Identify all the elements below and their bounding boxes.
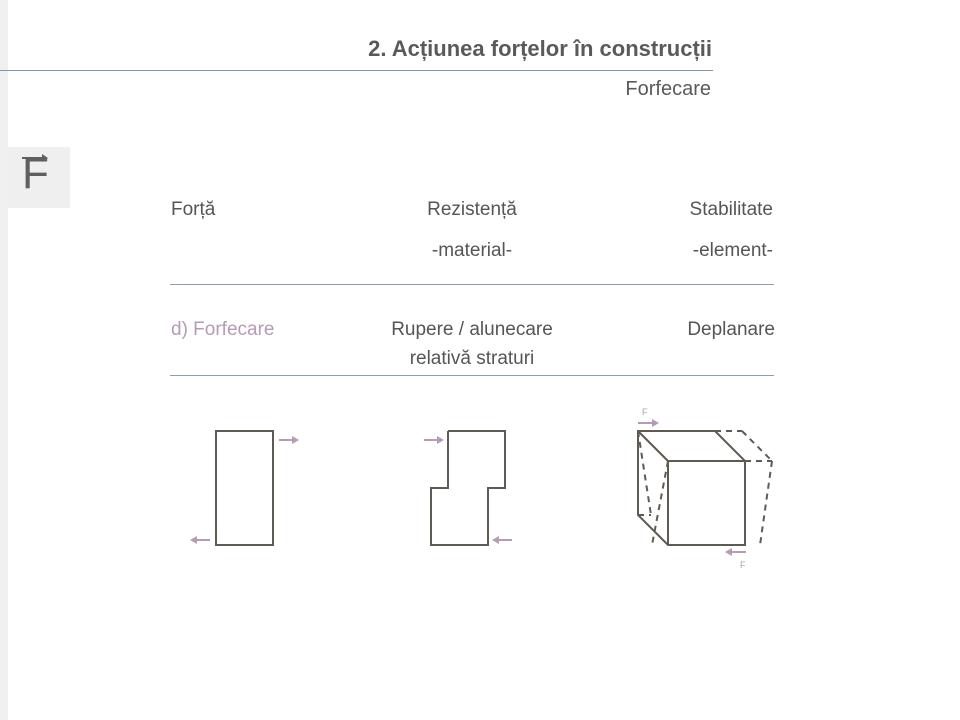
force-arrow-top	[638, 419, 659, 427]
layer-slip-diagram	[424, 430, 512, 546]
page-title: 2. Acțiunea forțelor în construcții	[368, 36, 712, 61]
row-label-shear: d) Forfecare	[171, 319, 275, 340]
page-subtitle: Forfecare	[625, 78, 711, 100]
warping-cube-diagram: F F	[637, 407, 773, 570]
force-label-bottom: F	[740, 560, 746, 570]
left-margin-strip	[0, 0, 8, 720]
force-arrow-right	[279, 436, 299, 444]
force-vector-letter: F	[22, 149, 49, 198]
row-stability-text: Deplanare	[687, 319, 775, 340]
vector-arrow-icon	[22, 154, 48, 162]
shear-force-diagram	[190, 430, 299, 546]
column-header-stability: Stabilitate	[689, 199, 773, 220]
title-divider	[0, 70, 713, 71]
header-divider	[170, 284, 774, 285]
column-subheader-material: -material-	[431, 240, 513, 261]
force-label-top: F	[642, 407, 648, 417]
column-subheader-element: -element-	[692, 240, 773, 261]
row-resistance-line2: relativă straturi	[409, 348, 535, 369]
deformed-shape	[637, 430, 773, 546]
force-arrow-left	[190, 536, 210, 544]
row-divider	[170, 375, 774, 376]
column-header-resistance: Rezistență	[427, 199, 517, 220]
force-arrow-right	[424, 436, 444, 444]
force-arrow-bottom	[725, 548, 746, 556]
force-arrow-left	[492, 536, 512, 544]
row-resistance-line1: Rupere / alunecare	[391, 319, 553, 340]
column-header-force: Forță	[171, 199, 216, 220]
